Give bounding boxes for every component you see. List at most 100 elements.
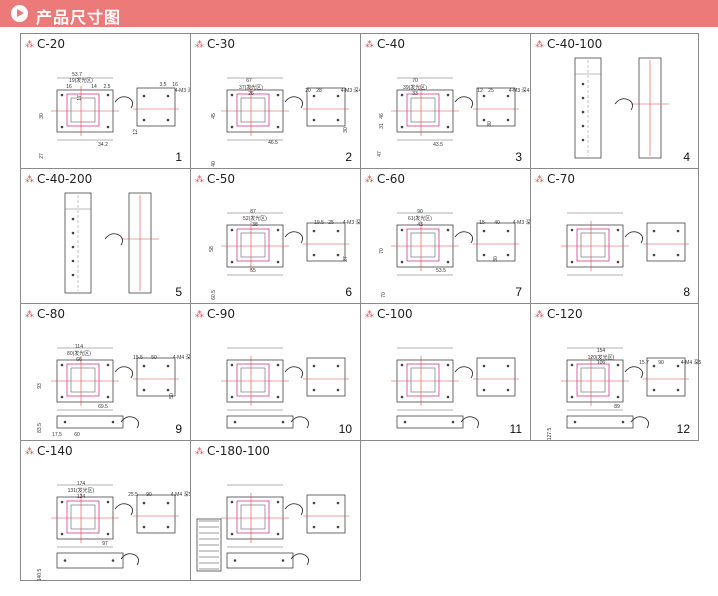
screw-hole-icon xyxy=(312,501,316,505)
dimension-label: 61(发光区) xyxy=(408,215,432,222)
emitting-area-rect xyxy=(576,363,610,397)
dimension-label: 3.5 xyxy=(160,82,167,88)
screw-hole-icon xyxy=(312,118,316,122)
emitting-area-rect xyxy=(236,93,270,127)
screw-hole-icon xyxy=(506,253,510,257)
screw-hole-icon xyxy=(581,110,585,114)
screw-hole-icon xyxy=(276,125,280,129)
screw-hole-icon xyxy=(616,260,620,264)
dimension-label: 140.5 xyxy=(37,569,43,582)
dimension-label: 4-M3 深4 xyxy=(175,87,196,94)
screw-hole-icon xyxy=(336,501,340,505)
screw-hole-icon xyxy=(276,500,280,504)
dimension-label: 31 xyxy=(379,123,385,129)
screw-hole-icon xyxy=(312,525,316,529)
dimension-label: 47 xyxy=(377,151,383,157)
model-label: ⁂C-120 xyxy=(535,307,583,321)
dots-icon: ⁂ xyxy=(25,40,34,50)
dimension-label: 15.5 xyxy=(133,355,143,361)
screw-hole-icon xyxy=(652,388,656,392)
screw-hole-icon xyxy=(506,118,510,122)
screw-hole-icon xyxy=(482,388,486,392)
dots-icon: ⁂ xyxy=(535,175,544,185)
cell-number: 9 xyxy=(175,422,182,436)
window-rect xyxy=(410,97,436,123)
cable-icon xyxy=(120,416,140,429)
screw-hole-icon xyxy=(573,420,577,424)
dimension-label: 33 xyxy=(412,91,418,97)
screw-hole-icon xyxy=(233,559,237,562)
screw-hole-icon xyxy=(60,93,64,97)
dimension-label: 4-M4 深5 xyxy=(173,354,194,361)
emitting-area-rect xyxy=(236,228,270,262)
dimension-label: 4-M3 深4 xyxy=(513,219,534,226)
section-title: 产品尺寸图 xyxy=(36,8,122,27)
window-rect xyxy=(240,97,266,123)
side-view-rect xyxy=(306,494,346,534)
model-label: ⁂C-40 xyxy=(365,37,405,51)
screw-hole-icon xyxy=(71,217,75,221)
cable-icon xyxy=(120,553,140,566)
screw-hole-icon xyxy=(276,395,280,399)
screw-hole-icon xyxy=(60,500,64,504)
dimension-label: 69.5 xyxy=(98,404,108,410)
model-label: ⁂C-40-100 xyxy=(535,37,603,51)
screw-hole-icon xyxy=(676,253,680,257)
screw-hole-icon xyxy=(482,253,486,257)
dimension-label: 34.2 xyxy=(98,142,108,148)
screw-hole-icon xyxy=(312,253,316,257)
cable-icon xyxy=(454,96,474,109)
dimension-label: 25 xyxy=(488,88,494,94)
dimension-label: 70 xyxy=(379,248,385,254)
cell-number: 5 xyxy=(175,285,182,299)
screw-hole-icon xyxy=(106,93,110,97)
screw-hole-icon xyxy=(451,420,455,424)
cell-number: 10 xyxy=(338,422,352,436)
screw-hole-icon xyxy=(60,395,64,399)
window-rect xyxy=(70,367,96,393)
dimension-label: 70 xyxy=(381,292,387,298)
screw-hole-icon xyxy=(652,229,656,233)
dimension-label: 67 xyxy=(246,78,252,84)
dimension-label: 70 xyxy=(412,78,418,84)
dimension-label: 12 xyxy=(477,88,483,94)
cable-icon xyxy=(284,231,304,244)
screw-hole-icon xyxy=(230,532,234,536)
front-view-rect xyxy=(638,57,662,159)
dimension-label: 50 xyxy=(169,393,175,399)
cell-number: 4 xyxy=(683,150,690,164)
cable-icon xyxy=(290,416,310,429)
cable-icon xyxy=(460,416,480,429)
cell-number: 12 xyxy=(676,422,690,436)
dimension-label: 55 xyxy=(250,268,256,274)
dimension-label: 25 xyxy=(328,220,334,226)
screw-hole-icon xyxy=(106,532,110,536)
dimension-label: 120(发光区) xyxy=(588,354,615,361)
screw-hole-icon xyxy=(570,228,574,232)
emitting-area-rect xyxy=(236,363,270,397)
drawing-cell-c-90: ⁂C-90 10 xyxy=(190,303,361,441)
side-view-rect xyxy=(306,222,346,262)
dots-icon: ⁂ xyxy=(25,447,34,457)
side-view-rect xyxy=(136,494,176,534)
screw-hole-icon xyxy=(506,229,510,233)
side-view-rect xyxy=(476,222,516,262)
dimension-label: 4-M3 深4 xyxy=(341,87,362,94)
section-header: 产品尺寸图 xyxy=(0,0,718,27)
window-rect xyxy=(410,232,436,258)
screw-hole-icon xyxy=(400,125,404,129)
dimension-label: 4-M4 深5 xyxy=(171,491,192,498)
drawing-cell-c-180-100: ⁂C-180-100 xyxy=(190,440,361,581)
dimension-label: 2.5 xyxy=(104,84,111,90)
dimension-label: 97 xyxy=(102,541,108,547)
dimension-label: 58 xyxy=(209,246,215,252)
cell-number: 11 xyxy=(509,422,522,436)
dimension-label: 38 xyxy=(252,222,258,228)
screw-hole-icon xyxy=(506,94,510,98)
model-label: ⁂C-90 xyxy=(195,307,235,321)
screw-hole-icon xyxy=(60,363,64,367)
dimension-label: 45 xyxy=(211,113,217,119)
screw-hole-icon xyxy=(60,532,64,536)
